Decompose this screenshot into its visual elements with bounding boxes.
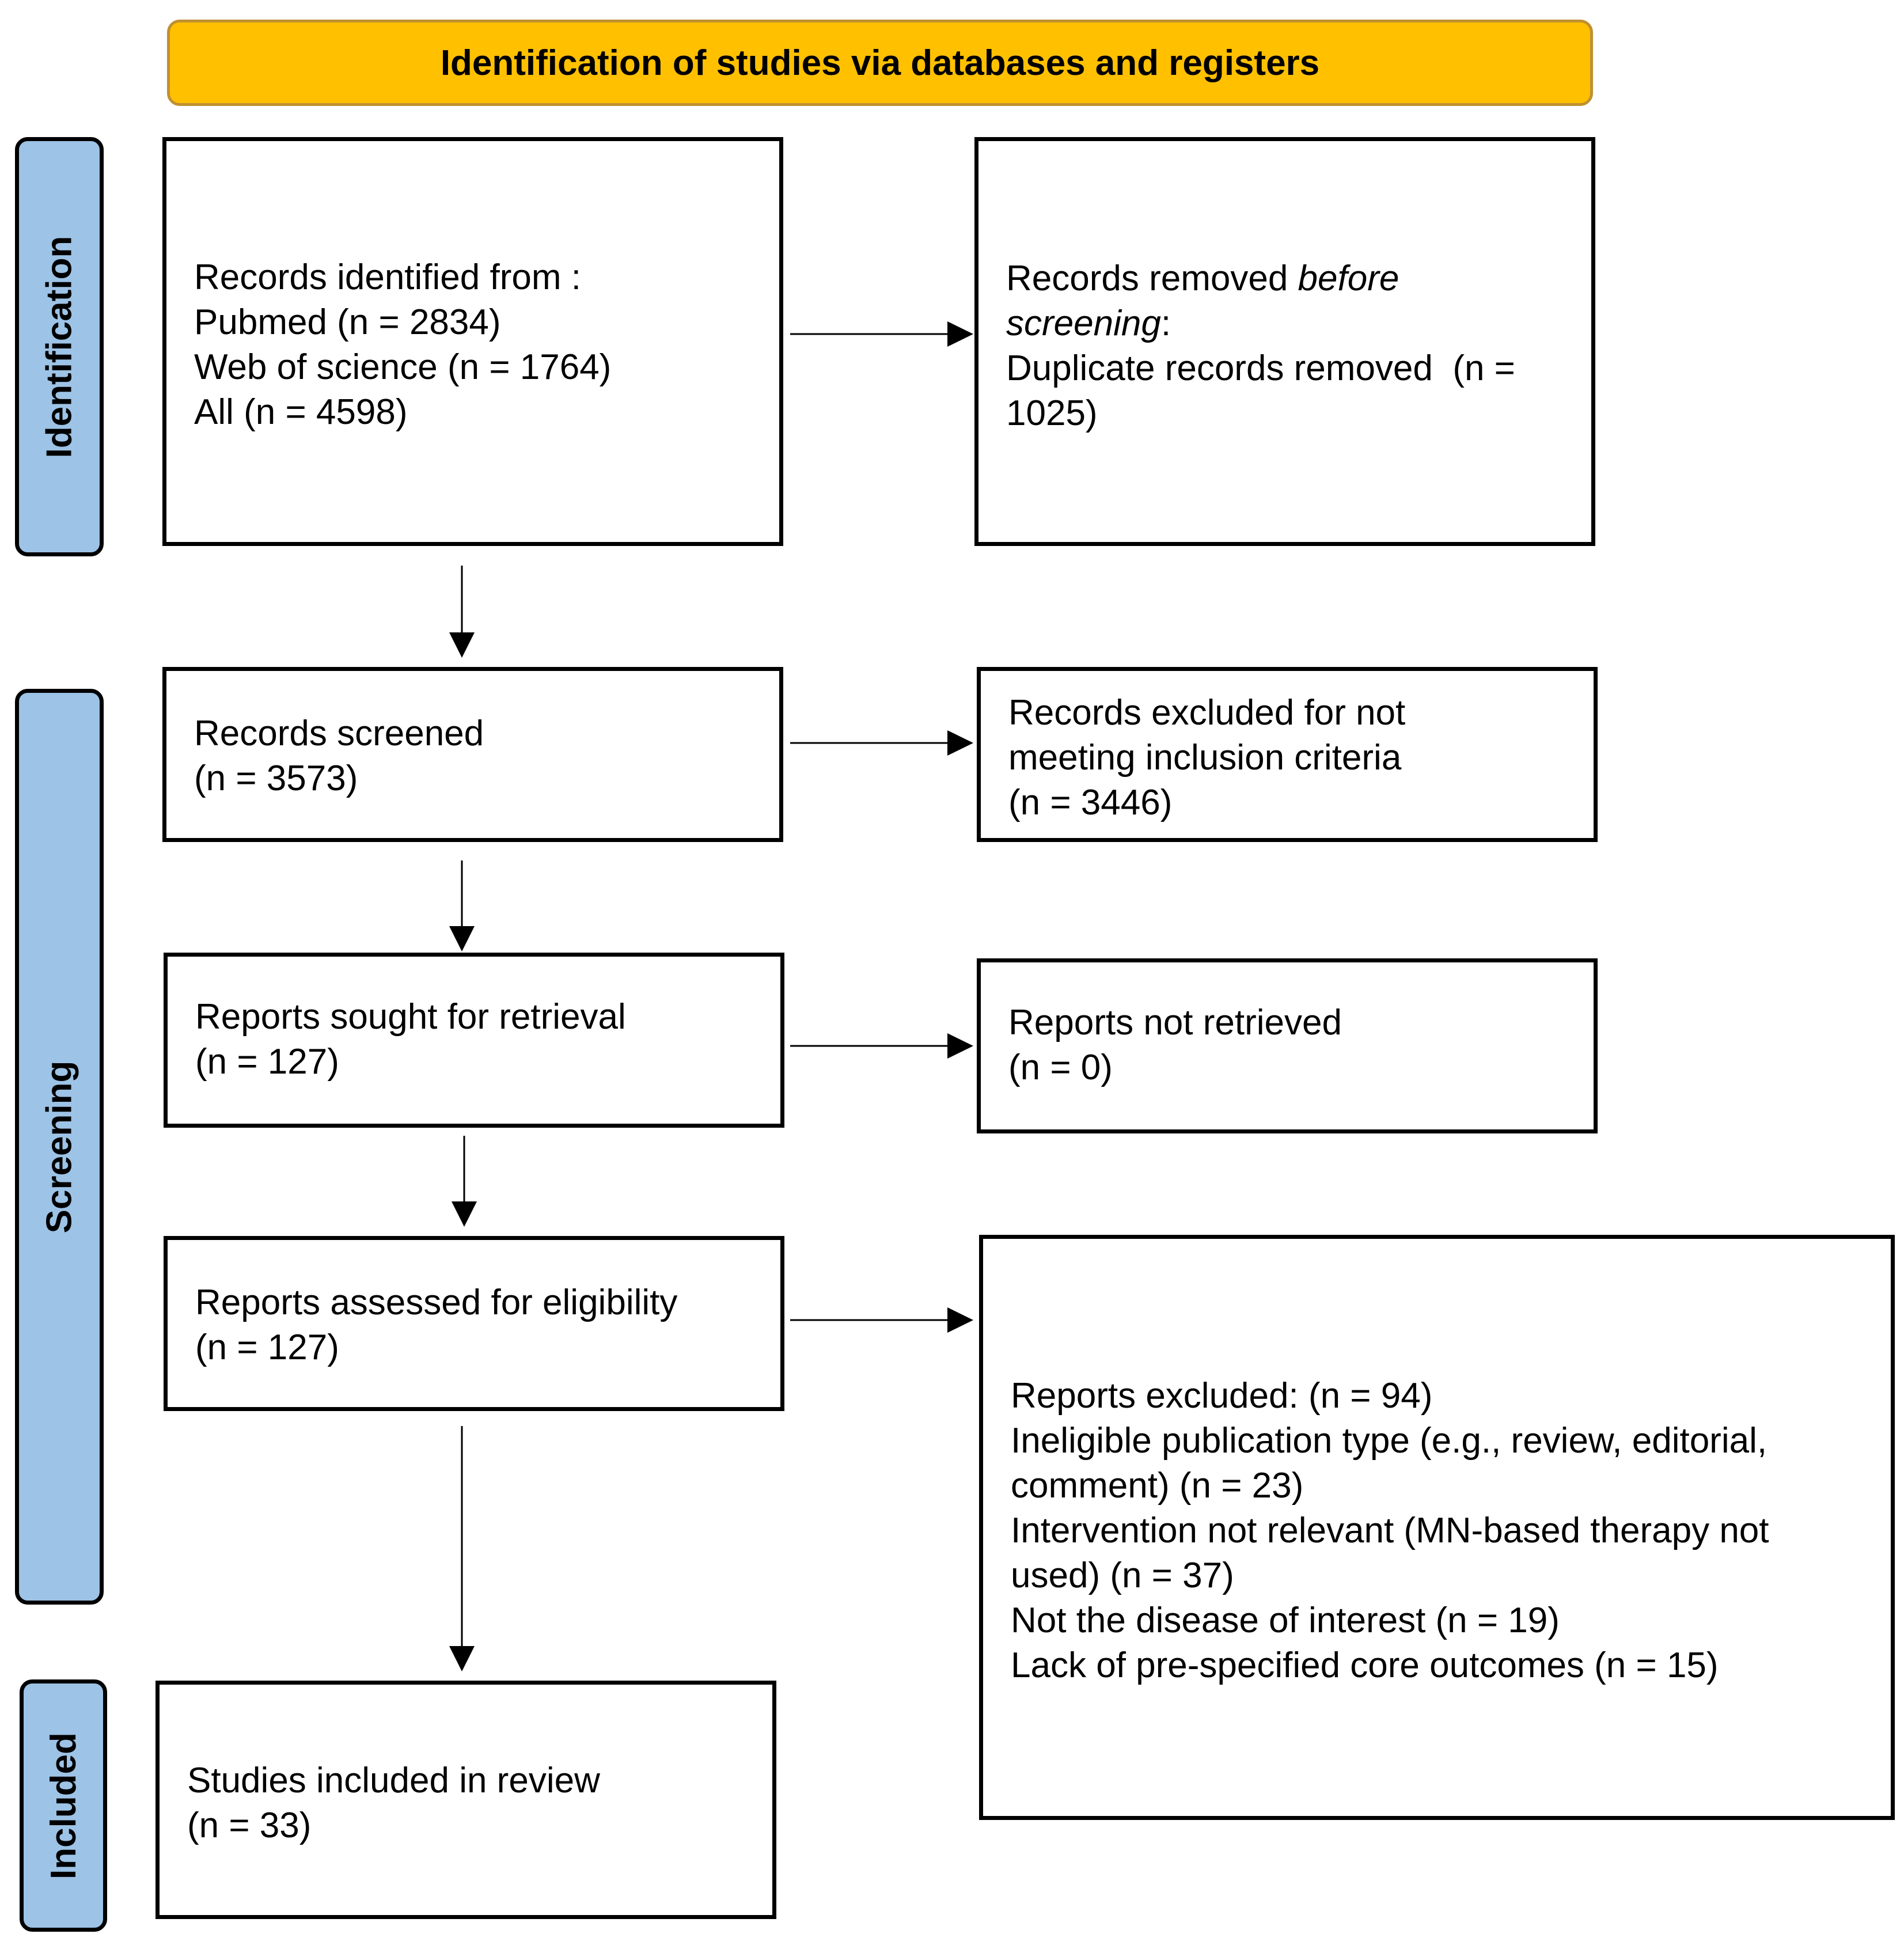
records-removed-line: screening:	[1006, 301, 1574, 346]
arrow-right-3	[790, 1033, 973, 1059]
arrow-right-4	[790, 1307, 973, 1333]
records-identified-line: Web of science (n = 1764)	[194, 347, 612, 387]
arrow-right-2	[790, 730, 973, 756]
records-identified-line: Pubmed (n = 2834)	[194, 302, 501, 342]
reports-not-retrieved-line: Reports not retrieved	[1008, 1003, 1342, 1042]
records-removed-line: Duplicate records removed (n =	[1006, 348, 1515, 388]
studies-included-box: Studies included in review (n = 33)	[155, 1681, 776, 1919]
reports-excluded-line: Lack of pre-specified core outcomes (n =…	[1011, 1645, 1719, 1685]
records-identified-line: All (n = 4598)	[194, 392, 408, 432]
reports-not-retrieved-box: Reports not retrieved (n = 0)	[977, 958, 1598, 1133]
records-excluded-box: Records excluded for not meeting inclusi…	[977, 667, 1598, 842]
records-identified-box: Records identified from : Pubmed (n = 28…	[162, 137, 783, 546]
records-screened-line: Records screened	[194, 714, 484, 753]
phase-screening: Screening	[15, 689, 104, 1605]
records-screened-line: (n = 3573)	[194, 759, 358, 798]
reports-excluded-line: Not the disease of interest (n = 19)	[1011, 1601, 1560, 1640]
reports-excluded-line: comment) (n = 23)	[1011, 1466, 1304, 1506]
reports-assessed-line: (n = 127)	[195, 1328, 339, 1367]
records-excluded-line: meeting inclusion criteria	[1008, 738, 1402, 778]
reports-excluded-line: used) (n = 37)	[1011, 1556, 1234, 1595]
records-removed-italic: before	[1298, 259, 1399, 298]
reports-sought-box: Reports sought for retrieval (n = 127)	[164, 953, 784, 1128]
records-excluded-line: Records excluded for not	[1008, 693, 1406, 733]
arrow-down-3	[452, 1136, 477, 1227]
reports-excluded-line: Ineligible publication type (e.g., revie…	[1011, 1421, 1768, 1461]
header-title: Identification of studies via databases …	[440, 43, 1320, 83]
records-excluded-line: (n = 3446)	[1008, 783, 1173, 822]
records-removed-italic: screening	[1006, 304, 1161, 343]
arrow-down-4	[449, 1426, 475, 1671]
records-identified-line: Records identified from :	[194, 257, 581, 297]
records-removed-line: Records removed before	[1006, 256, 1574, 301]
arrow-right-1	[790, 321, 973, 347]
records-removed-line: 1025)	[1006, 393, 1098, 433]
phase-included: Included	[20, 1679, 107, 1932]
phase-screening-label: Screening	[39, 1060, 79, 1233]
arrow-down-2	[449, 860, 475, 951]
reports-not-retrieved-line: (n = 0)	[1008, 1048, 1113, 1087]
records-removed-box: Records removed before screening: Duplic…	[974, 137, 1595, 546]
studies-included-line: (n = 33)	[187, 1806, 312, 1845]
records-removed-text: Records removed	[1006, 259, 1298, 298]
reports-sought-line: (n = 127)	[195, 1042, 339, 1082]
reports-excluded-line: Intervention not relevant (MN-based ther…	[1011, 1511, 1769, 1550]
records-removed-text: :	[1160, 304, 1171, 343]
reports-excluded-line: Reports excluded: (n = 94)	[1011, 1376, 1433, 1416]
arrow-down-1	[449, 566, 475, 658]
reports-assessed-line: Reports assessed for eligibility	[195, 1283, 678, 1322]
reports-excluded-box: Reports excluded: (n = 94) Ineligible pu…	[979, 1235, 1895, 1820]
phase-identification-label: Identification	[39, 236, 79, 458]
reports-sought-line: Reports sought for retrieval	[195, 997, 626, 1037]
reports-assessed-box: Reports assessed for eligibility (n = 12…	[164, 1236, 784, 1411]
records-screened-box: Records screened (n = 3573)	[162, 667, 783, 842]
phase-included-label: Included	[43, 1732, 84, 1879]
studies-included-line: Studies included in review	[187, 1761, 600, 1800]
phase-identification: Identification	[15, 137, 104, 556]
header-banner: Identification of studies via databases …	[167, 20, 1593, 106]
